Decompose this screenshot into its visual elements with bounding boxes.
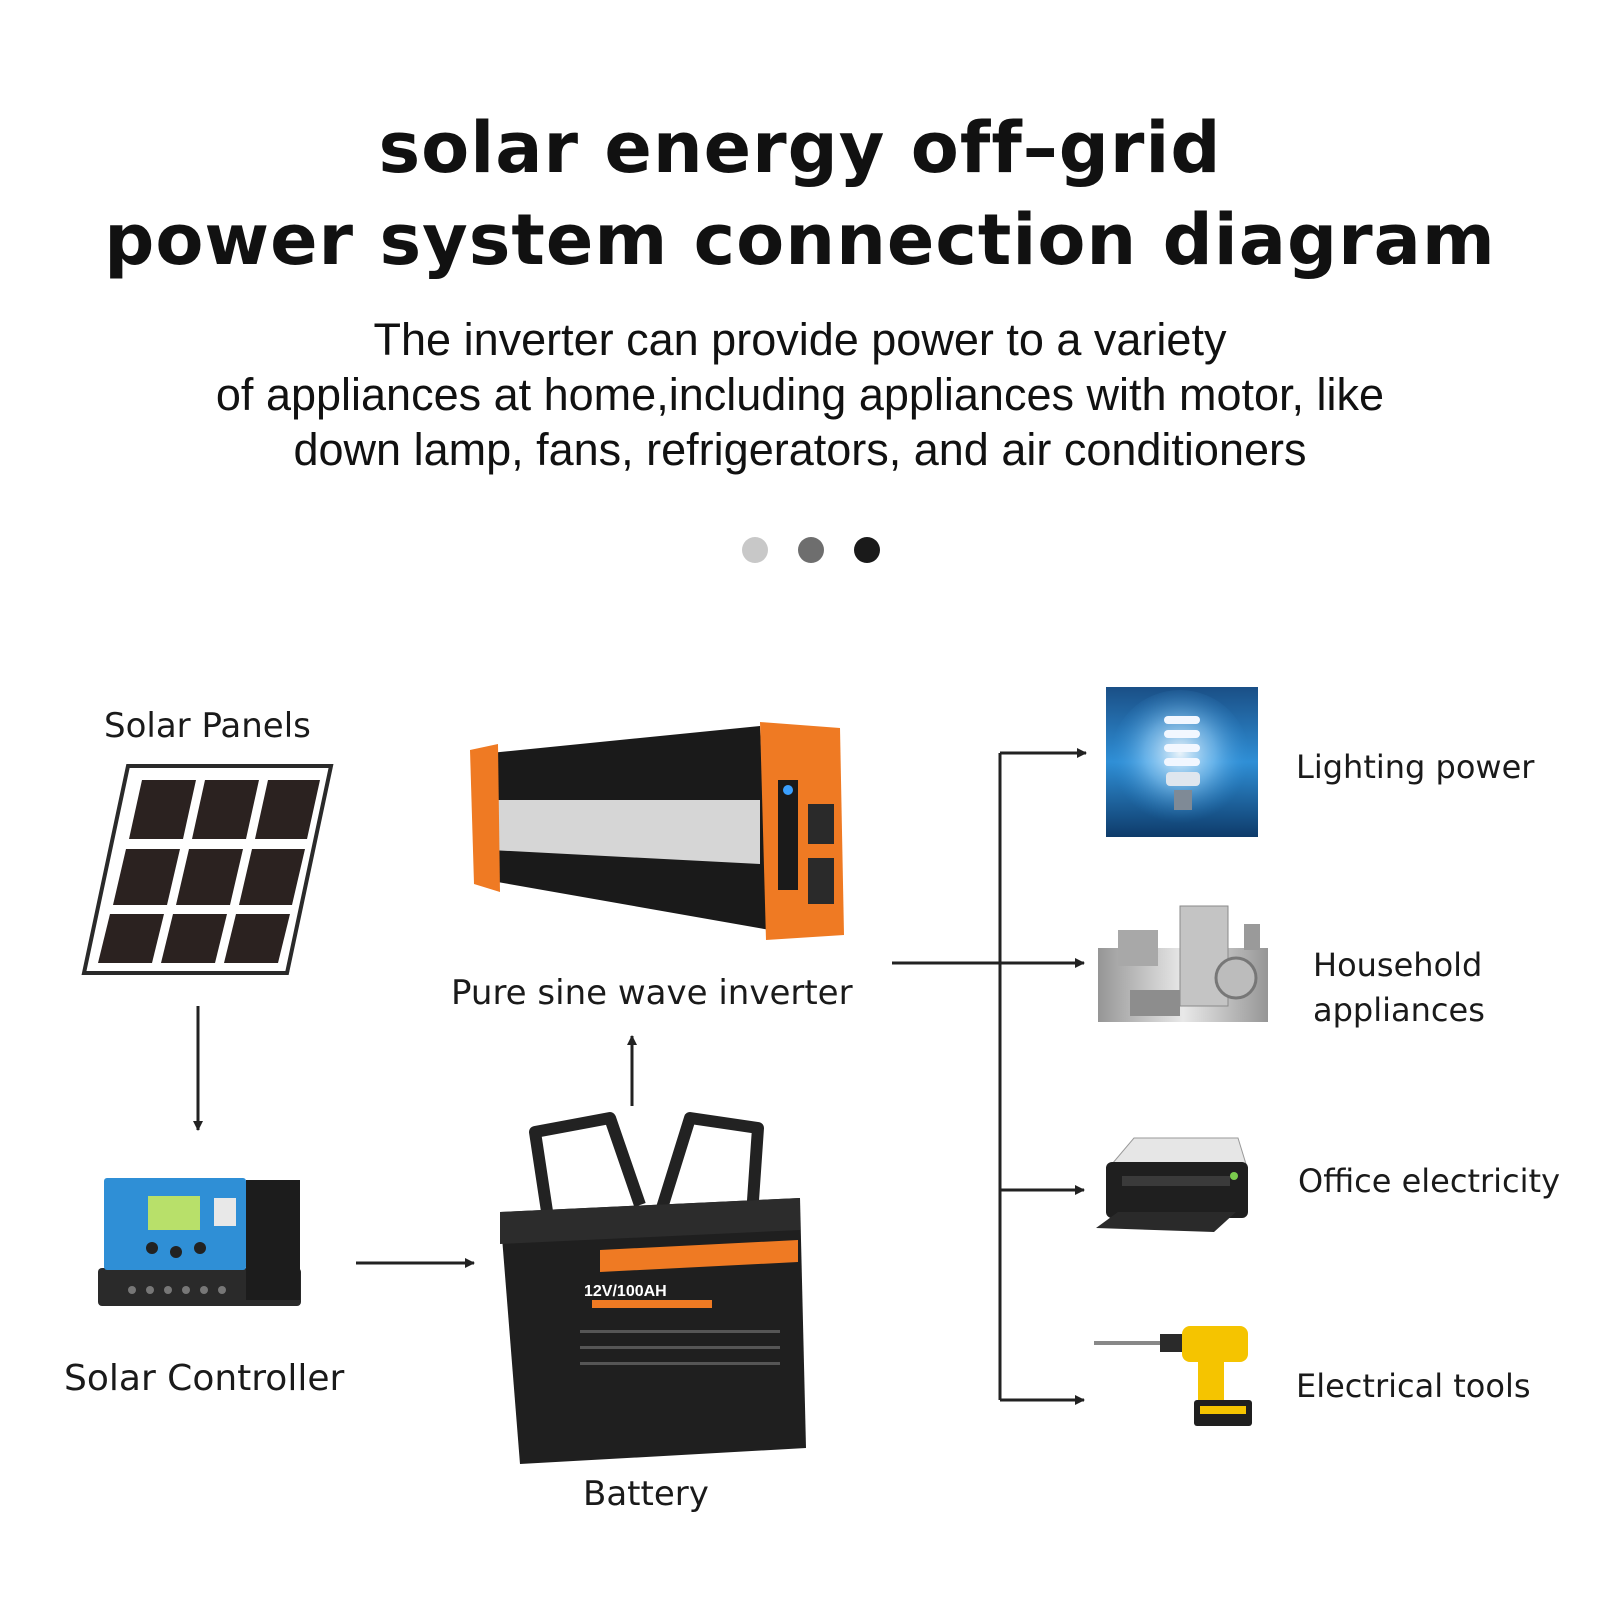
pager-dot-2[interactable] xyxy=(798,537,824,563)
lighting-bulb-icon xyxy=(1106,687,1258,837)
office-electricity-label: Office electricity xyxy=(1298,1162,1560,1200)
subtitle-line-3: down lamp, fans, refrigerators, and air … xyxy=(293,424,1307,475)
inverter-label: Pure sine wave inverter xyxy=(451,973,853,1013)
household-appliances-label-line-1: Household xyxy=(1313,946,1483,984)
diagram-title-line-2: power system connection diagram xyxy=(104,199,1496,281)
battery-spec-text: 12V/100AH xyxy=(584,1283,667,1300)
diagram-title-line-1: solar energy off–grid xyxy=(378,107,1222,189)
office-printer-icon xyxy=(1096,1137,1248,1232)
connection-arrows xyxy=(193,748,1087,1405)
pager-dot-1[interactable] xyxy=(742,537,768,563)
battery-icon: 12V/100AH xyxy=(500,1112,806,1464)
household-appliances-label-line-2: appliances xyxy=(1313,991,1485,1029)
electrical-drill-icon xyxy=(1094,1326,1252,1426)
solar-panel-icon xyxy=(81,764,334,975)
solar-controller-label: Solar Controller xyxy=(64,1358,345,1399)
inverter-icon xyxy=(470,722,844,940)
lighting-power-label: Lighting power xyxy=(1296,748,1535,786)
electrical-tools-label: Electrical tools xyxy=(1296,1367,1531,1405)
household-appliances-icon xyxy=(1098,905,1268,1022)
solar-controller-icon xyxy=(98,1178,301,1306)
pager-dot-3[interactable] xyxy=(854,537,880,563)
solar-panels-label: Solar Panels xyxy=(104,706,311,746)
battery-label: Battery xyxy=(583,1474,709,1514)
subtitle-line-2: of appliances at home,including applianc… xyxy=(215,369,1385,420)
subtitle-line-1: The inverter can provide power to a vari… xyxy=(373,314,1227,365)
